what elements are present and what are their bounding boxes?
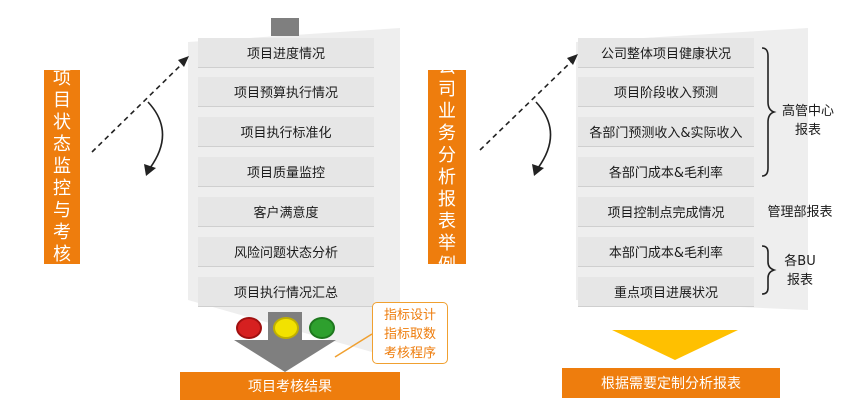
- callout-line-1: 指标设计: [383, 308, 436, 323]
- left-item-2: 项目预算执行情况: [198, 77, 374, 107]
- right-item-7: 重点项目进展状况: [578, 277, 754, 307]
- right-item-3: 各部门预测收入&实际收入: [578, 117, 754, 147]
- left-title: 项目状态监控与考核: [44, 68, 80, 265]
- right-item-6: 本部门成本&毛利率: [578, 237, 754, 267]
- group-label-executive: 高管中心报表: [781, 104, 834, 138]
- left-item-7: 项目执行情况汇总: [198, 277, 374, 307]
- left-item-5: 客户满意度: [198, 197, 374, 227]
- brace-executive: [761, 47, 777, 177]
- callout-box: 指标设计 指标取数 考核程序: [372, 302, 448, 364]
- right-title-text: 公司业务分析报表举例: [438, 57, 456, 276]
- right-funnel: [612, 330, 738, 360]
- left-item-1: 项目进度情况: [198, 38, 374, 68]
- green-light-icon: [309, 317, 335, 339]
- left-item-3: 项目执行标准化: [198, 117, 374, 147]
- callout-connector: [334, 333, 373, 358]
- right-item-4: 各部门成本&毛利率: [578, 157, 754, 187]
- left-down-arrow: [234, 312, 336, 372]
- right-result-bar: 根据需要定制分析报表: [562, 368, 780, 398]
- right-result-text: 根据需要定制分析报表: [601, 376, 741, 392]
- right-curve-arrow: [535, 101, 552, 169]
- yellow-light-icon: [273, 317, 299, 339]
- callout-line-3: 考核程序: [383, 346, 436, 361]
- callout-line-2: 指标取数: [383, 327, 436, 342]
- left-title-text: 项目状态监控与考核: [53, 68, 71, 265]
- brace-bu: [761, 245, 777, 295]
- left-item-6: 风险问题状态分析: [198, 237, 374, 267]
- group-label-management: 管理部报表: [767, 205, 833, 220]
- left-top-stem: [271, 18, 299, 36]
- red-light-icon: [236, 317, 262, 339]
- left-curve-arrow: [147, 101, 164, 169]
- right-item-1: 公司整体项目健康状况: [578, 38, 754, 68]
- group-label-bu: 各BU报表: [784, 254, 816, 288]
- right-item-5: 项目控制点完成情况: [578, 197, 754, 227]
- left-dashed-arrow: [91, 61, 185, 153]
- right-item-2: 项目阶段收入预测: [578, 77, 754, 107]
- left-result-text: 项目考核结果: [248, 379, 332, 395]
- right-dashed-arrow: [479, 59, 574, 151]
- left-item-4: 项目质量监控: [198, 157, 374, 187]
- left-result-bar: 项目考核结果: [180, 372, 400, 400]
- right-title: 公司业务分析报表举例: [428, 57, 466, 276]
